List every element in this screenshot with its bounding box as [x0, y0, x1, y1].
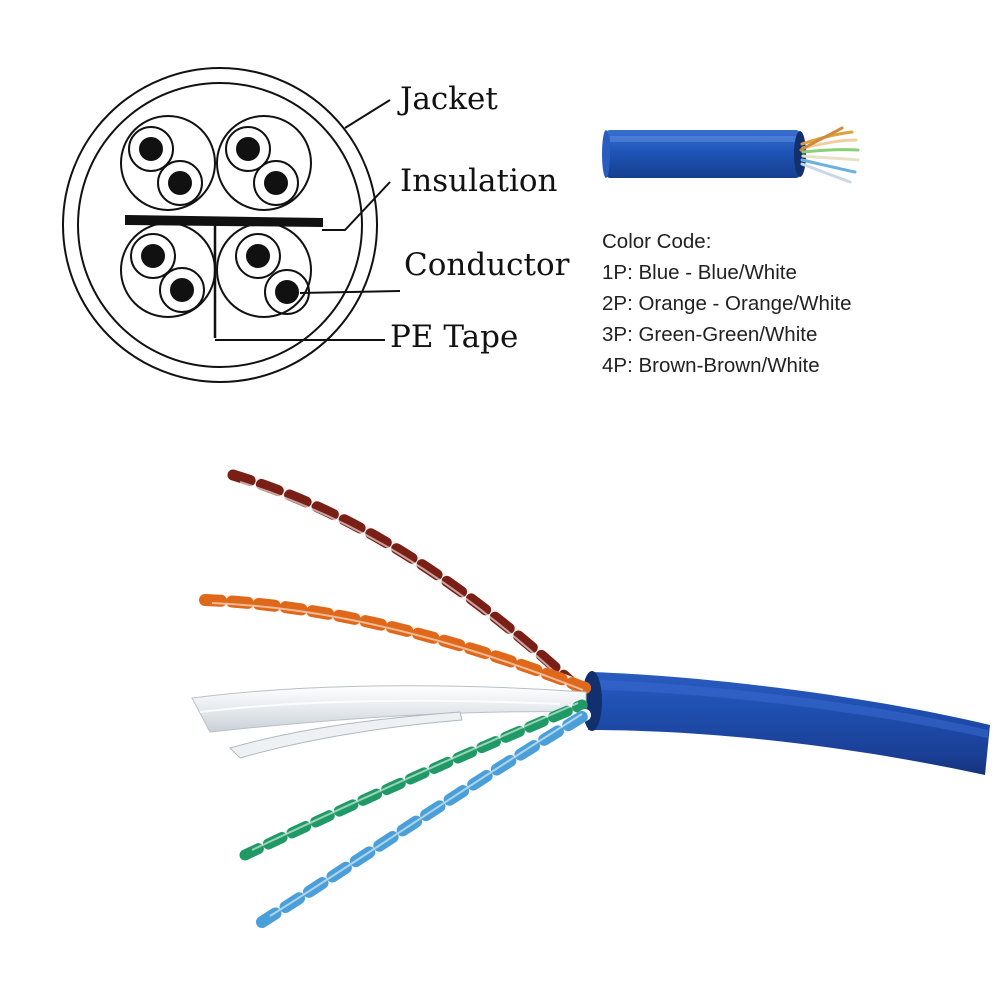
color-code-heading: Color Code:: [602, 230, 712, 253]
conductor-label: Conductor: [404, 247, 570, 283]
jacket-leader-line: [344, 99, 391, 129]
pe-tape-label: PE Tape: [390, 319, 519, 355]
jacket-inner-ring: [77, 82, 363, 368]
jacket-outer-ring: [62, 67, 378, 383]
conductor-leader-line: [299, 290, 401, 294]
color-code-pair-4: 4P: Brown-Brown/White: [602, 354, 820, 377]
insulation-label: Insulation: [400, 163, 558, 199]
cable-main-illustration: [191, 469, 990, 928]
wire-pair-top-right: [216, 115, 312, 211]
color-code-pair-1: 1P: Blue - Blue/White: [602, 261, 797, 284]
wire-pair-brown: [227, 469, 586, 696]
wire-pair-bottom-right: [216, 222, 312, 318]
cable-thumbnail: [602, 126, 860, 184]
insulation-leader-line: [322, 181, 391, 231]
wire-pair-orange: [199, 594, 591, 694]
color-code-pair-3: 3P: Green-Green/White: [602, 323, 818, 346]
pe-tape-strip: [191, 685, 587, 759]
wire-pair-bottom-left: [120, 222, 216, 318]
wire-pair-top-left: [120, 115, 216, 211]
wire-pair-green: [239, 699, 588, 861]
cross-section-diagram: [62, 67, 401, 383]
color-code-pair-2: 2P: Orange - Orange/White: [602, 292, 852, 315]
jacket-label: Jacket: [400, 81, 498, 117]
wire-pair-blue: [256, 709, 591, 928]
cable-jacket: [588, 672, 990, 775]
color-code-legend: Color Code: 1P: Blue - Blue/White 2P: Or…: [602, 226, 852, 381]
pe-tape-separator: [125, 214, 323, 228]
